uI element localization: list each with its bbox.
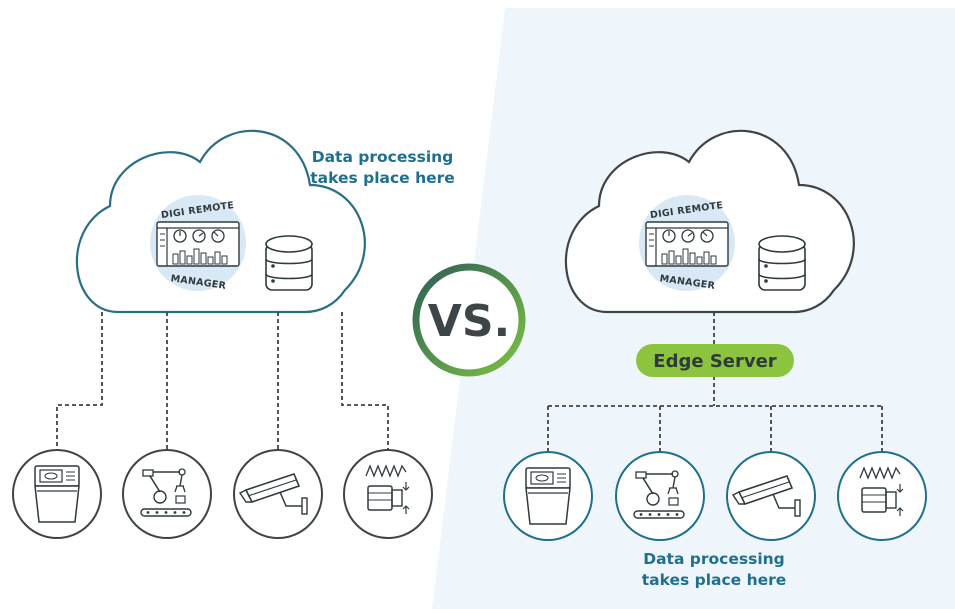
- database-icon: [758, 235, 806, 291]
- left-drm-badge: DIGI REMOTE MANAGER: [150, 195, 246, 292]
- right-caption: Data processing takes place here: [624, 549, 804, 591]
- vibration-sensor-icon: [343, 449, 433, 539]
- kiosk-icon: [503, 451, 593, 541]
- dashboard-icon: [645, 221, 729, 267]
- left-caption: Data processing takes place here: [300, 147, 465, 189]
- vibration-sensor-icon: [837, 451, 927, 541]
- edge-server-pill: Edge Server: [636, 344, 794, 377]
- vs-badge: VS.: [412, 263, 526, 377]
- left-caption-line2: takes place here: [310, 169, 455, 187]
- dashboard-icon: [156, 221, 240, 267]
- right-caption-line2: takes place here: [641, 571, 787, 589]
- robot-arm-icon: [615, 451, 705, 541]
- robot-arm-icon: [122, 449, 212, 539]
- kiosk-icon: [12, 449, 102, 539]
- security-camera-icon: [233, 449, 323, 539]
- database-icon: [265, 235, 313, 291]
- right-connectors: [547, 312, 883, 452]
- security-camera-icon: [726, 451, 816, 541]
- left-caption-line1: Data processing: [311, 148, 454, 166]
- vs-label: VS.: [428, 296, 510, 347]
- right-caption-line1: Data processing: [643, 550, 785, 568]
- right-drm-badge: DIGI REMOTE MANAGER: [639, 195, 735, 292]
- edge-server-label: Edge Server: [653, 351, 777, 372]
- left-connectors: [56, 312, 389, 450]
